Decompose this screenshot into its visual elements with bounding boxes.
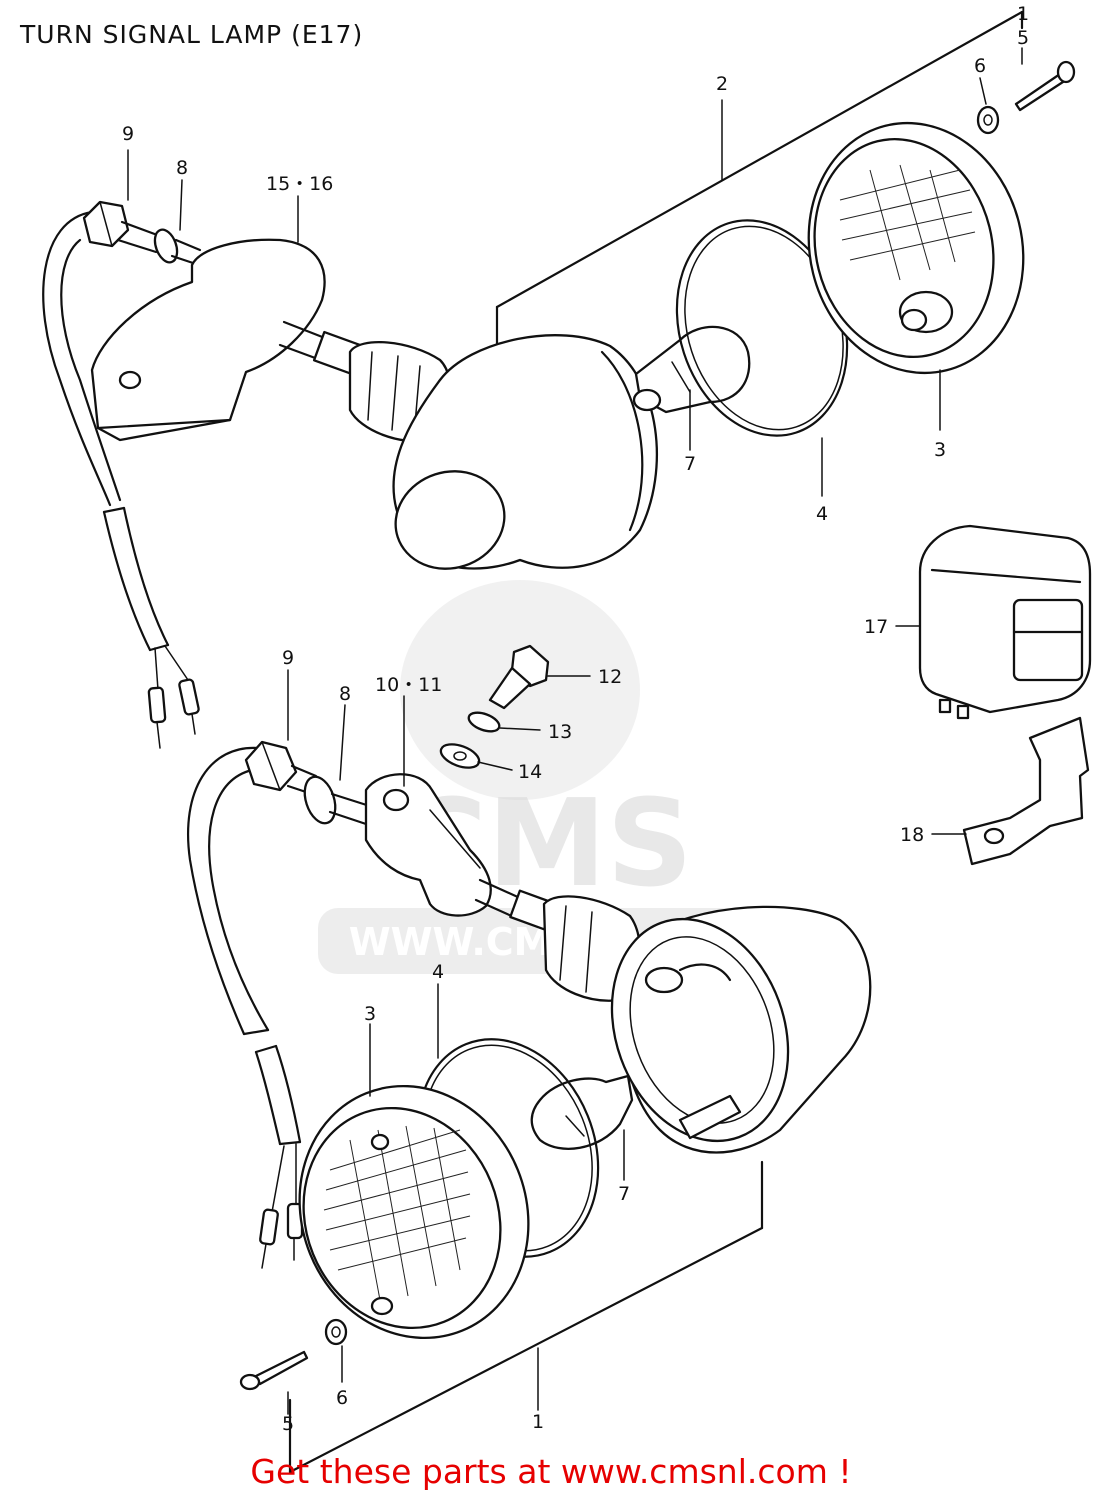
- callout-leader-lines: [127, 47, 1023, 1415]
- lower-assembly-bracket-lines: [288, 1160, 764, 1474]
- callout-4-top: 4: [816, 503, 828, 525]
- lower-lamp-housing: [610, 905, 872, 1154]
- upper-assembly-bracket-lines: [495, 10, 1024, 362]
- upper-mounting-bracket: [90, 238, 326, 442]
- callout-12: 12: [598, 666, 622, 688]
- lower-wire-harness: [186, 746, 304, 1269]
- callout-1-bottom: 1: [532, 1411, 544, 1433]
- callout-15-16: 15・16: [266, 173, 333, 195]
- upper-wire-harness: [42, 210, 200, 749]
- callout-7-bottom: 7: [618, 1183, 630, 1205]
- upper-screw-washer: [976, 60, 1076, 135]
- diagram-title: TURN SIGNAL LAMP (E17): [20, 20, 364, 49]
- callout-6-top: 6: [974, 55, 986, 77]
- callout-9-top: 9: [122, 123, 134, 145]
- lower-bulb: [530, 1074, 634, 1150]
- callout-4-bottom: 4: [432, 961, 444, 983]
- bolt-12: [488, 644, 550, 710]
- callout-3-bottom: 3: [364, 1003, 376, 1025]
- callout-1-top: 1: [1017, 3, 1029, 25]
- lower-nut-washer: [244, 740, 378, 828]
- lower-lens: [298, 1084, 530, 1340]
- upper-nut-washer: [82, 200, 202, 266]
- callout-14: 14: [518, 761, 542, 783]
- callout-3-top: 3: [934, 439, 946, 461]
- callout-17: 17: [864, 616, 888, 638]
- upper-bulb: [632, 325, 751, 414]
- washer-13: [467, 711, 501, 733]
- callout-7-top: 7: [684, 453, 696, 475]
- callout-5-bottom: 5: [282, 1413, 294, 1435]
- flasher-relay: [918, 524, 1092, 720]
- callout-labels: 5 1 6 2 9 8 15・16 7 4 3 17 12 13 14 9 8 …: [122, 3, 1029, 1435]
- callout-2: 2: [716, 73, 728, 95]
- upper-lens: [807, 121, 1025, 375]
- upper-lamp-housing: [392, 334, 658, 570]
- callout-13: 13: [548, 721, 572, 743]
- callout-18: 18: [900, 824, 924, 846]
- callout-9-bottom: 9: [282, 647, 294, 669]
- callout-8-bottom: 8: [339, 683, 351, 705]
- callout-10-11: 10・11: [375, 674, 442, 696]
- relay-bracket: [962, 716, 1090, 866]
- callout-8-top: 8: [176, 157, 188, 179]
- lower-mounting-bracket: [364, 773, 492, 917]
- callout-6-bottom: 6: [336, 1387, 348, 1409]
- callout-5-top: 5: [1017, 27, 1029, 49]
- promo-footer-link[interactable]: Get these parts at www.cmsnl.com !: [250, 1452, 852, 1491]
- lower-screw-washer: [239, 1318, 348, 1391]
